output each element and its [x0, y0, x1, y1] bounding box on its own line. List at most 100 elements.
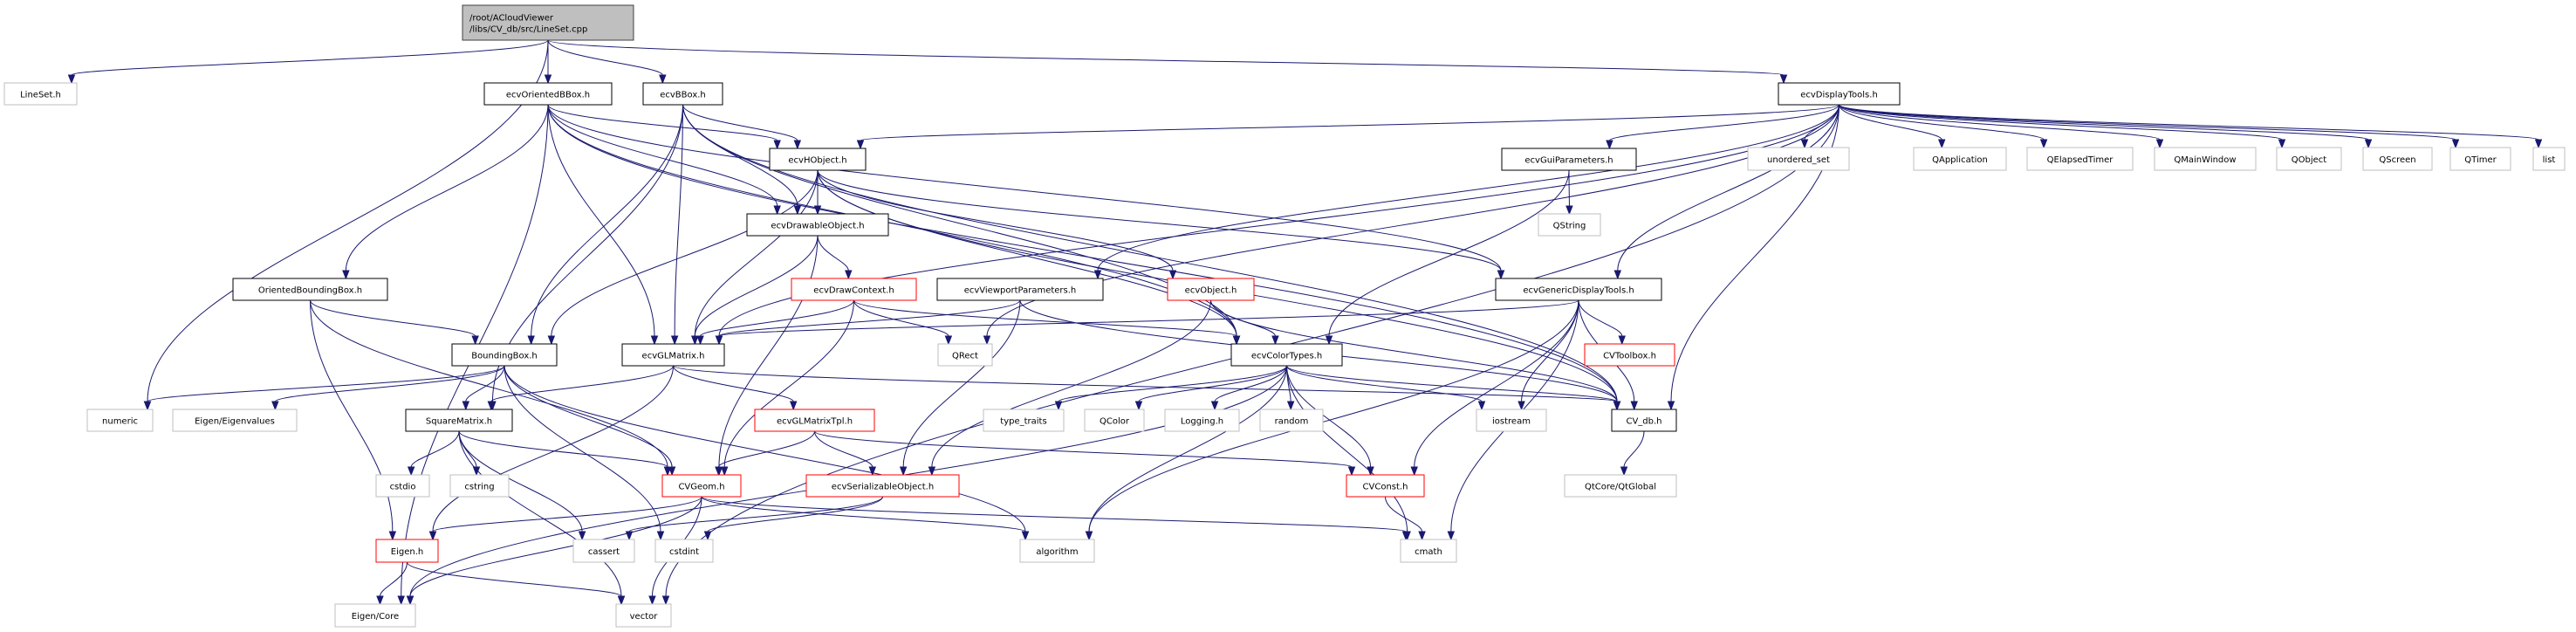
edge-ecv-oriented-bbox-h-to-oriented-bounding-box-h [342, 104, 549, 280]
node-ecv-generic-display-tools-h[interactable]: ecvGenericDisplayTools.h [1495, 278, 1662, 301]
edge-ecv-glmatrix-tpl-h-to-ecv-serializable-object-h [814, 430, 877, 477]
node-qcolor: QColor [1084, 409, 1145, 432]
node-ecv-serializable-object-h[interactable]: ecvSerializableObject.h [805, 474, 960, 498]
node-algorithm: algorithm [1019, 539, 1095, 563]
edge-arrowhead [691, 335, 699, 346]
edge-line [1286, 365, 1618, 402]
node-box [1611, 409, 1677, 432]
node-cv-db-h[interactable]: CV_db.h [1611, 409, 1677, 432]
node-qmain-window: QMainWindow [2154, 147, 2257, 171]
node-bounding-box-h[interactable]: BoundingBox.h [451, 343, 558, 367]
node-square-matrix-h[interactable]: SquareMatrix.h [405, 409, 513, 432]
edge-line [628, 496, 883, 532]
edge-square-matrix-h-to-vector [458, 430, 626, 606]
edge-arrowhead [1518, 401, 1525, 411]
edge-line [694, 235, 819, 337]
node-eigen-h[interactable]: Eigen.h [375, 539, 439, 563]
node-box [1564, 474, 1677, 498]
node-ecv-hobject-h[interactable]: ecvHObject.h [769, 148, 867, 171]
edge-arrowhead [845, 270, 853, 280]
edge-line [1214, 365, 1287, 402]
edge-ecv-display-tools-h-to-qtimer [1839, 104, 2460, 149]
node-ecv-viewport-parameters-h[interactable]: ecvViewportParameters.h [936, 278, 1104, 301]
node-box [615, 603, 672, 628]
edge-arrowhead [625, 531, 634, 541]
node-box [1476, 409, 1547, 432]
node-ecv-object-h[interactable]: ecvObject.h [1167, 278, 1255, 301]
node-label: cassert [588, 547, 620, 557]
node-logging-h: Logging.h [1164, 409, 1240, 432]
edge-arrowhead [1447, 531, 1456, 541]
node-label: Eigen/Core [352, 612, 399, 622]
node-box [375, 474, 430, 498]
node-cvtoolbox-h[interactable]: CVToolbox.h [1584, 343, 1675, 367]
edge-line [853, 299, 1237, 337]
node-cvconst-h[interactable]: CVConst.h [1346, 474, 1425, 498]
edge-arrowhead [471, 335, 479, 346]
edge-ecv-bbox-h-to-ecv-hobject-h [682, 104, 802, 150]
node-ecv-color-types-h[interactable]: ecvColorTypes.h [1230, 343, 1343, 367]
node-ecv-glmatrix-h[interactable]: ecvGLMatrix.h [621, 343, 725, 367]
edge-ecv-display-tools-h-to-ecv-hobject-h [856, 104, 1840, 150]
edge-line [547, 104, 778, 207]
node-box [1346, 474, 1425, 498]
edge-line [718, 104, 1840, 337]
node-label: QObject [2292, 155, 2327, 165]
edge-cvconst-h-to-cmath [1385, 496, 1426, 541]
edge-cvgeom-h-to-eigen-h [428, 496, 702, 541]
edge-line [274, 365, 505, 402]
edge-oriented-bounding-box-h-to-cvgeom-h [310, 299, 672, 477]
edge-arrowhead [1085, 531, 1093, 541]
edge-line [860, 104, 1840, 141]
edge-root-to-ecv-display-tools-h [547, 39, 1788, 85]
node-ecv-oriented-bbox-h[interactable]: ecvOrientedBBox.h [483, 82, 613, 106]
node-box [2276, 147, 2342, 171]
node-label: Eigen/Eigenvalues [195, 417, 275, 427]
edge-line [458, 430, 668, 468]
edge-ecv-display-tools-h-to-ecv-viewport-parameters-h [1093, 104, 1840, 280]
edge-arrowhead [1347, 466, 1356, 477]
edge-arrowhead [2039, 139, 2048, 149]
node-box [1400, 539, 1457, 563]
node-oriented-bounding-box-h[interactable]: OrientedBoundingBox.h [232, 278, 388, 301]
edge-line [432, 365, 674, 532]
node-eigen-core: Eigen/Core [334, 603, 416, 628]
edge-arrowhead [720, 466, 729, 477]
node-ecv-drawable-object-h[interactable]: ecvDrawableObject.h [746, 213, 889, 237]
node-ecv-bbox-h[interactable]: ecvBBox.h [642, 82, 723, 106]
node-qobject: QObject [2276, 147, 2342, 171]
node-label: cstdio [390, 483, 416, 492]
node-qtimer: QTimer [2449, 147, 2511, 171]
node-box [1259, 409, 1324, 432]
edge-arrowhead [773, 205, 781, 216]
node-ecv-gui-parameters-h[interactable]: ecvGuiParameters.h [1501, 148, 1637, 171]
edge-cvgeom-h-to-eigen-core [406, 496, 702, 606]
edge-eigen-h-to-eigen-core [376, 561, 408, 606]
node-ecv-draw-context-h[interactable]: ecvDrawContext.h [791, 278, 917, 301]
edge-arrowhead [527, 335, 535, 346]
edge-ecv-object-h-to-ecv-color-types-h [1210, 299, 1279, 346]
node-label: QTimer [2464, 155, 2497, 165]
node-label: ecvGuiParameters.h [1524, 156, 1613, 166]
node-ecv-glmatrix-tpl-h[interactable]: ecvGLMatrixTpl.h [754, 409, 875, 432]
edge-ecv-glmatrix-tpl-h-to-cvgeom-h [715, 430, 815, 477]
node-box [2532, 147, 2566, 171]
edge-ecv-oriented-bbox-h-to-ecv-color-types-h [547, 104, 1241, 346]
edge-arrowhead [1401, 531, 1410, 541]
edge-arrowhead [1620, 466, 1628, 477]
node-box [375, 539, 439, 563]
edge-arrowhead [617, 595, 626, 606]
node-ecv-display-tools-h[interactable]: ecvDisplayTools.h [1778, 82, 1901, 106]
edge-arrowhead [793, 140, 802, 150]
edge-arrowhead [1618, 335, 1626, 346]
edge-arrowhead [578, 531, 586, 541]
edge-ecv-color-types-h-to-logging-h [1210, 365, 1287, 411]
node-box [1538, 213, 1601, 237]
edge-line [504, 365, 1026, 532]
edge-square-matrix-h-to-cstdio [407, 430, 460, 477]
edge-line [853, 299, 949, 337]
node-box [172, 409, 298, 432]
node-label: ecvObject.h [1185, 286, 1237, 296]
edge-arrowhead [656, 531, 665, 541]
node-cvgeom-h[interactable]: CVGeom.h [661, 474, 742, 498]
